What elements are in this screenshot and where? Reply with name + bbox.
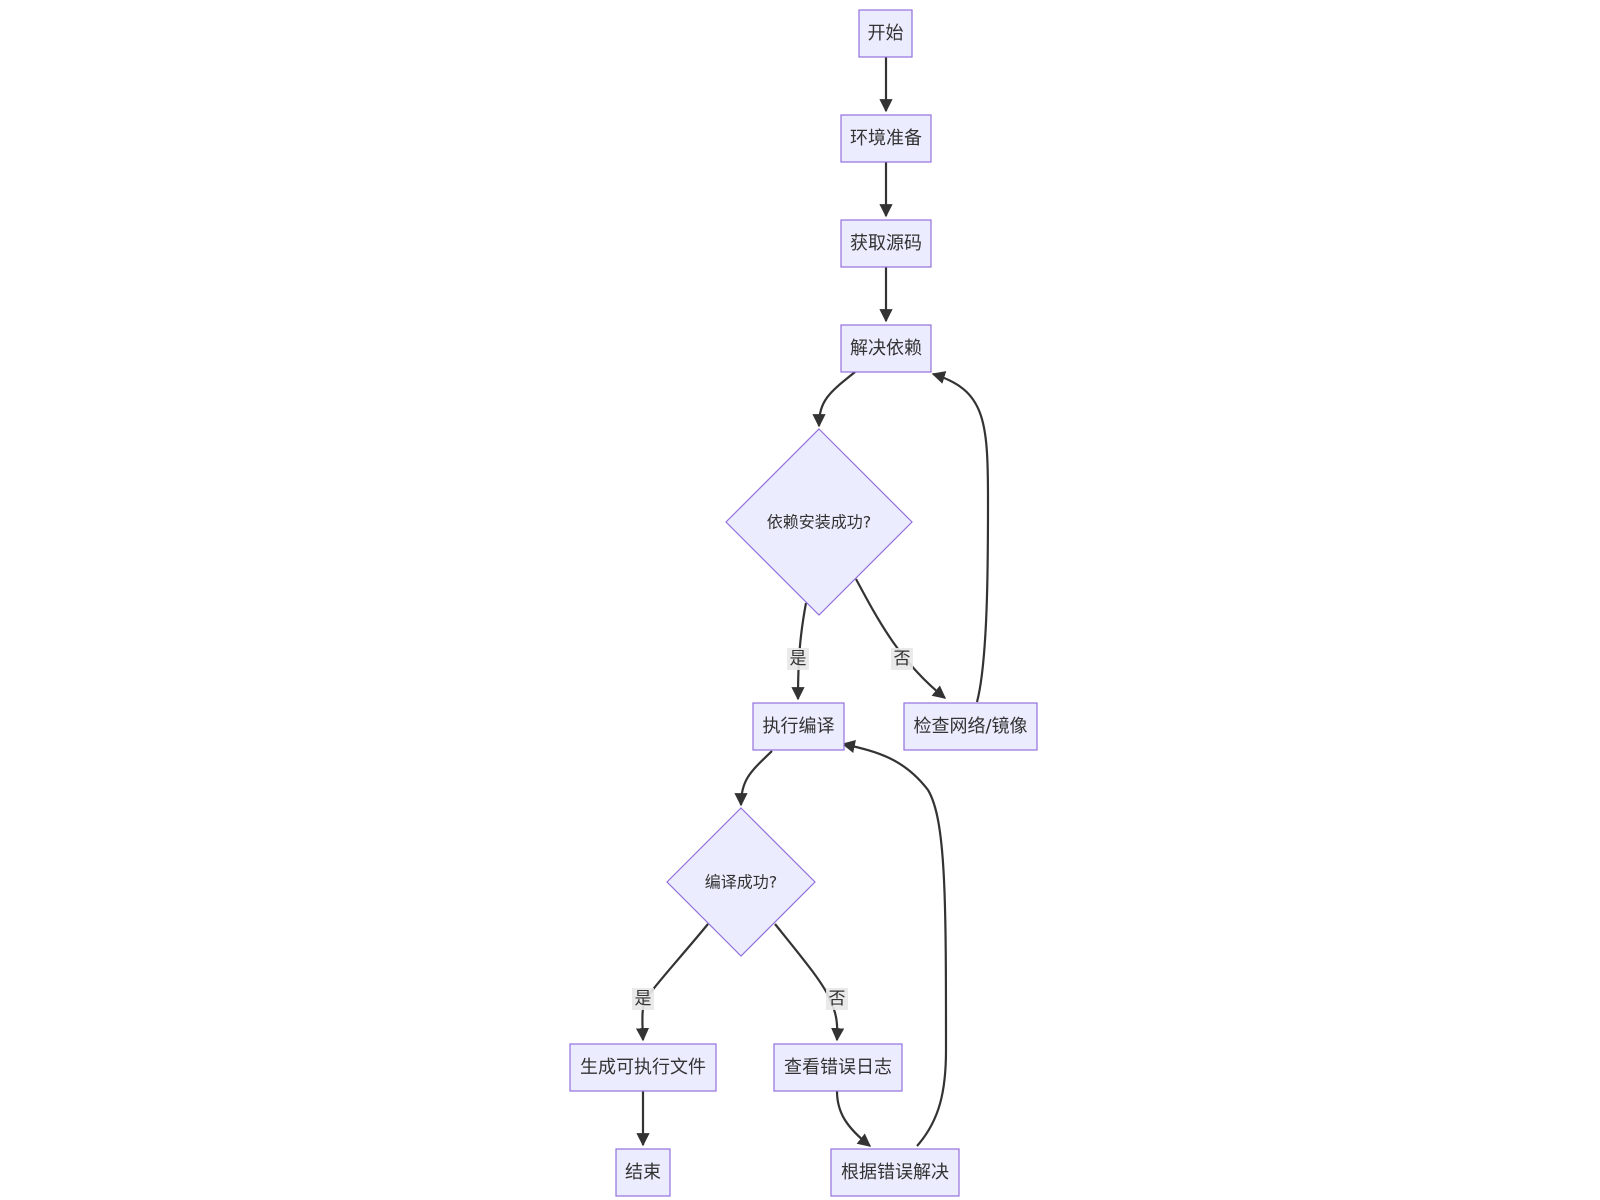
node-check-network-label: 检查网络/镜像 bbox=[913, 716, 1027, 737]
node-resolve-deps[interactable]: 解决依赖 bbox=[840, 324, 932, 373]
node-start[interactable]: 开始 bbox=[858, 9, 913, 58]
node-view-log[interactable]: 查看错误日志 bbox=[773, 1043, 903, 1092]
edge-compile-to-decision bbox=[734, 750, 773, 807]
decision-compile-ok-label: 编译成功? bbox=[705, 873, 778, 892]
label-compile-yes-text: 是 bbox=[635, 989, 652, 1009]
decision-compile-ok[interactable]: 编译成功? bbox=[666, 807, 816, 957]
node-build-exe-label: 生成可执行文件 bbox=[580, 1057, 706, 1078]
label-compile-yes: 是 bbox=[632, 988, 654, 1010]
edge-fix-back-to-compile bbox=[841, 740, 948, 1147]
node-end-label: 结束 bbox=[625, 1162, 661, 1183]
node-resolve-deps-label: 解决依赖 bbox=[850, 338, 922, 359]
edges bbox=[635, 57, 990, 1147]
node-fix-error[interactable]: 根据错误解决 bbox=[830, 1148, 960, 1197]
node-compile[interactable]: 执行编译 bbox=[752, 702, 845, 751]
node-view-log-label: 查看错误日志 bbox=[784, 1057, 892, 1078]
label-deps-yes-text: 是 bbox=[790, 649, 807, 669]
node-end[interactable]: 结束 bbox=[615, 1148, 671, 1197]
node-env-prep[interactable]: 环境准备 bbox=[840, 114, 932, 163]
node-fix-error-label: 根据错误解决 bbox=[841, 1162, 949, 1183]
edge-decision-no-to-network bbox=[855, 578, 947, 699]
node-get-source-label: 获取源码 bbox=[850, 233, 922, 254]
decision-deps-ok[interactable]: 依赖安装成功? bbox=[725, 428, 913, 616]
label-deps-no: 否 bbox=[891, 648, 913, 670]
node-start-label: 开始 bbox=[868, 23, 904, 44]
node-compile-label: 执行编译 bbox=[763, 716, 835, 737]
label-deps-yes: 是 bbox=[787, 648, 809, 670]
node-env-prep-label: 环境准备 bbox=[850, 128, 922, 149]
edge-labels: 是 否 是 否 bbox=[632, 648, 913, 1010]
node-get-source[interactable]: 获取源码 bbox=[840, 219, 932, 268]
node-build-exe[interactable]: 生成可执行文件 bbox=[569, 1043, 717, 1092]
decision-deps-ok-label: 依赖安装成功? bbox=[767, 513, 872, 532]
edge-network-back-to-deps bbox=[931, 371, 990, 703]
label-compile-no-text: 否 bbox=[829, 989, 846, 1009]
edge-deps-to-decision bbox=[812, 371, 856, 428]
node-check-network[interactable]: 检查网络/镜像 bbox=[903, 702, 1038, 751]
edge-compile-no-to-log bbox=[774, 923, 845, 1042]
label-compile-no: 否 bbox=[826, 988, 848, 1010]
edge-compile-yes-to-exe bbox=[635, 923, 709, 1042]
label-deps-no-text: 否 bbox=[894, 649, 911, 669]
edge-log-to-fix bbox=[835, 1090, 872, 1147]
